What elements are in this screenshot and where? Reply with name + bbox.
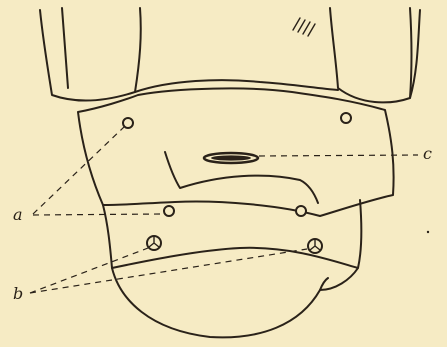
spiracle-right-lower (308, 239, 322, 253)
leader-c (259, 155, 418, 156)
central-pore (204, 153, 258, 163)
label-b: b (13, 284, 23, 303)
left-appendage-outline (40, 8, 141, 101)
leader-a-2 (33, 214, 162, 215)
leader-a-1 (33, 127, 124, 214)
right-appendage-outline (330, 8, 412, 102)
segment-2-outline (103, 200, 361, 268)
central-neck (135, 80, 338, 92)
spiracle-left-lower (147, 236, 161, 250)
leader-b-1 (30, 248, 148, 293)
spiracle-left-middle (164, 206, 174, 216)
label-a: a (13, 205, 23, 224)
speck (427, 231, 429, 233)
label-c: c (423, 144, 432, 163)
left-appendage-inner (62, 8, 68, 88)
hatch-marks (293, 18, 315, 36)
leader-b-2 (30, 249, 307, 293)
spiracle-left-upper (123, 118, 133, 128)
spiracle-right-upper (341, 113, 351, 123)
segment-3-outline (112, 268, 328, 337)
spiracles (123, 113, 351, 253)
spiracle-right-middle (296, 206, 306, 216)
